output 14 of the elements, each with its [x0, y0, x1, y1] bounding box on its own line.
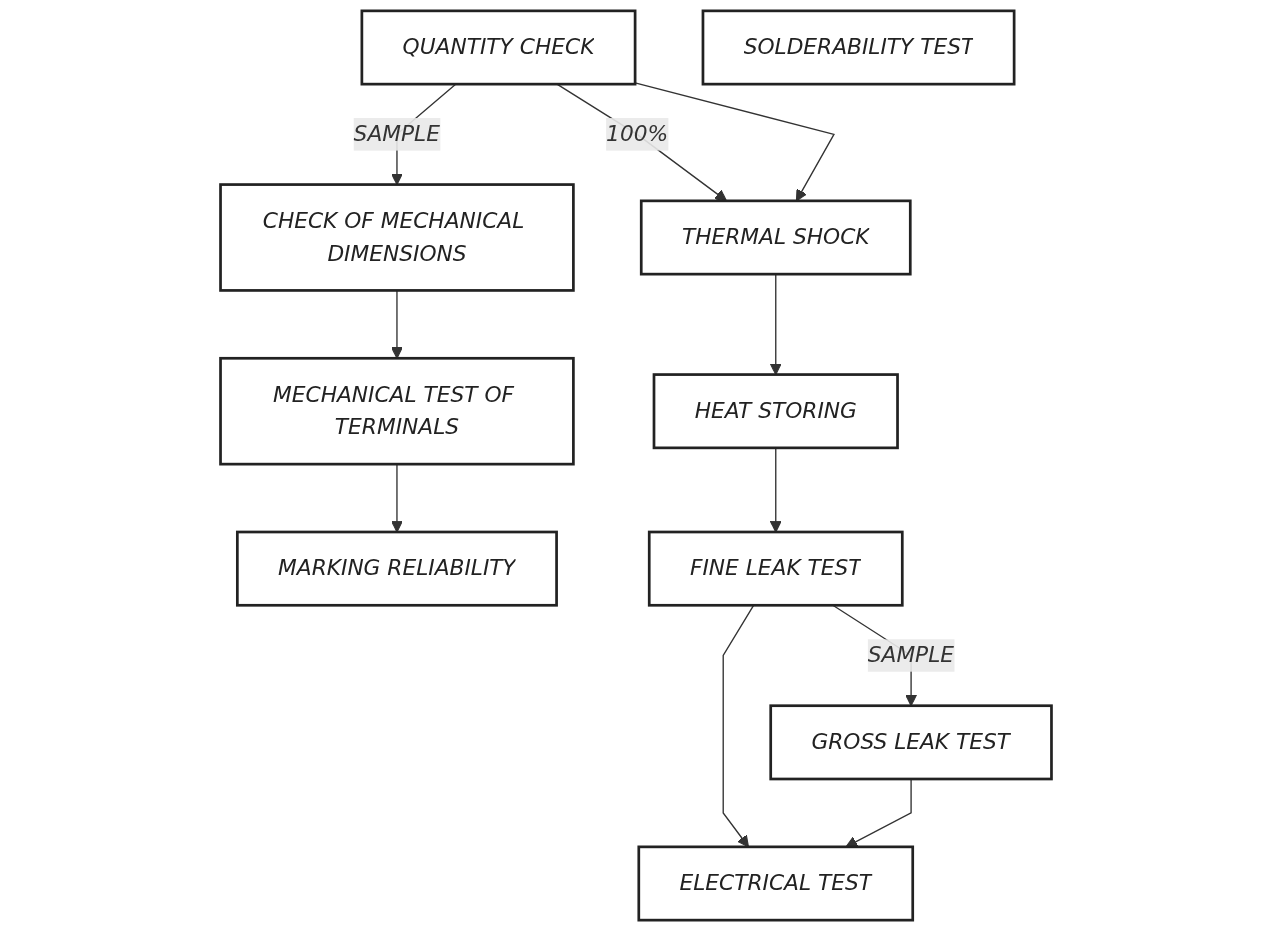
node-box: THERMAL SHOCK [639, 199, 912, 276]
arrow [769, 447, 782, 533]
node-box: QUANTITY CHECK [360, 9, 637, 86]
node-box: FINE LEAK TEST [647, 530, 904, 607]
node-box: HEAT STORING [652, 373, 899, 450]
node-box: CHECK OF MECHANICAL DIMENSIONS [219, 183, 575, 292]
node-box: GROSS LEAK TEST [769, 704, 1053, 781]
edge-label: 100% [606, 120, 669, 147]
edge-label: SAMPLE [867, 641, 955, 668]
node-box: MARKING RELIABILITY [236, 530, 558, 607]
node-box: SOLDERABILITY TEST [701, 9, 1016, 86]
node-box: ELECTRICAL TEST [637, 845, 915, 922]
node-box: MECHANICAL TEST OF TERMINALS [219, 356, 575, 466]
edge-label: SAMPLE [353, 120, 440, 147]
